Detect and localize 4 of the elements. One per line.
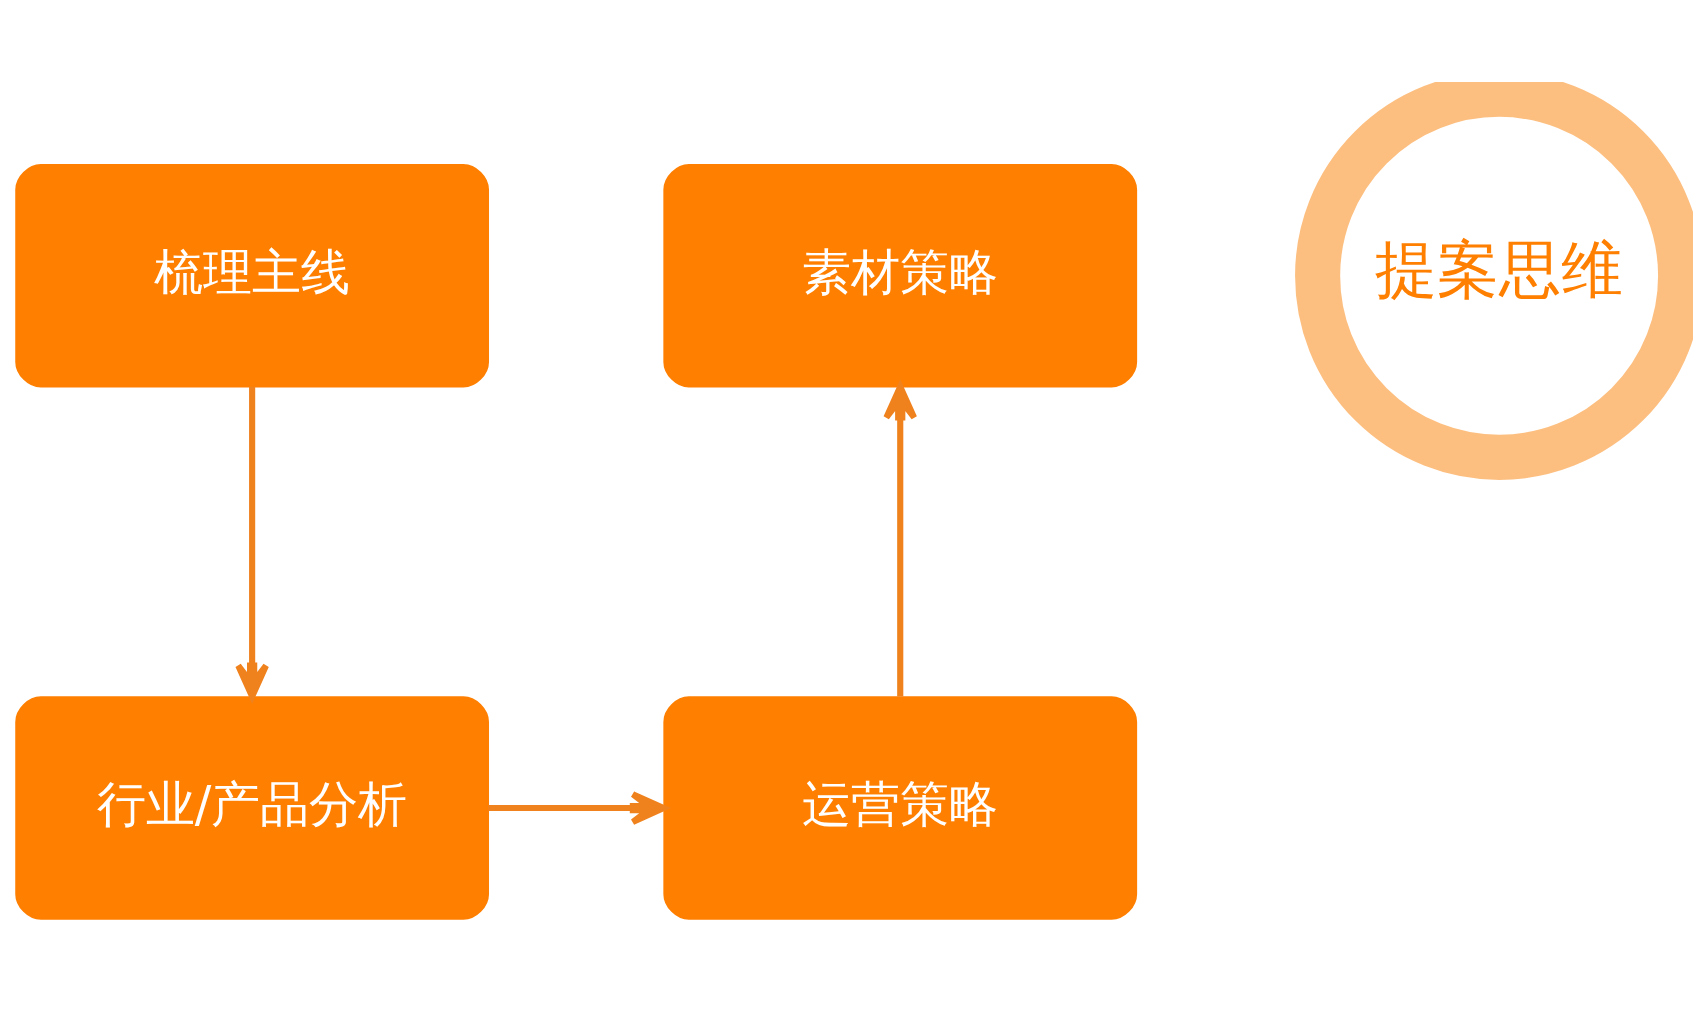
node-box: 运营策略: [663, 696, 1138, 920]
node-box: 梳理主线: [15, 164, 489, 388]
node-box: 素材策略: [663, 164, 1138, 388]
node-box: 行业/产品分析: [15, 696, 489, 920]
